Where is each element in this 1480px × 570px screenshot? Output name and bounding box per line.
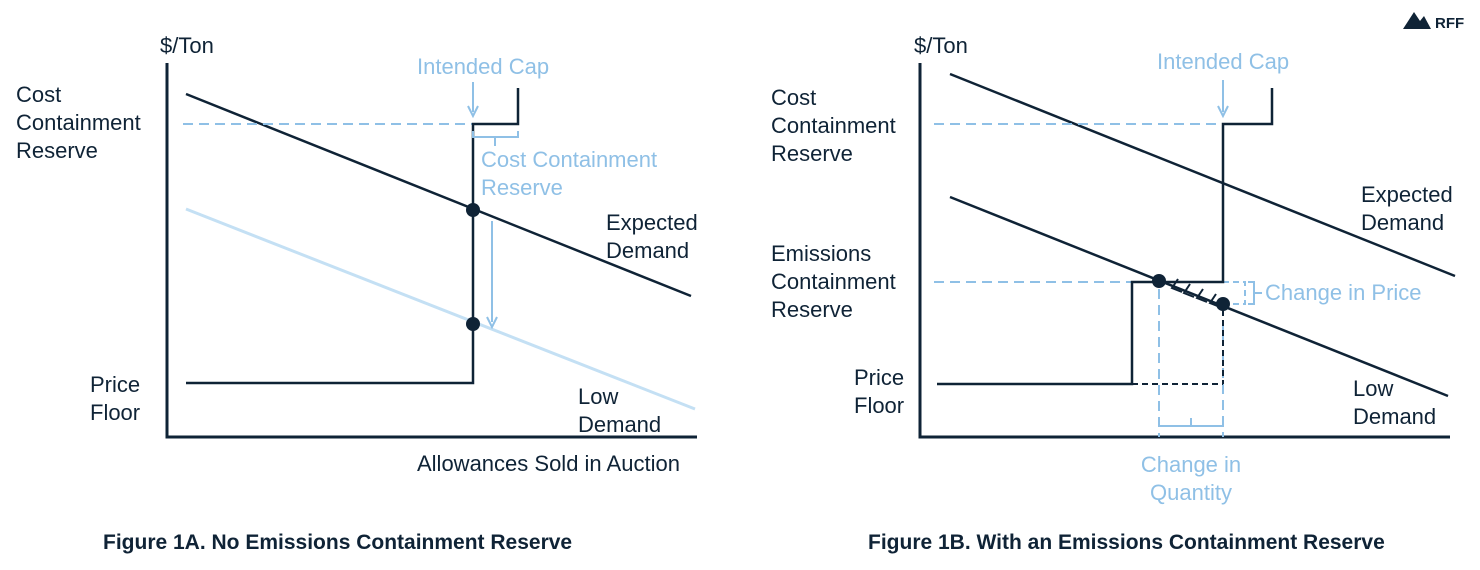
panel-a-low-equilibrium-point — [466, 317, 480, 331]
panel-a-low-demand-line — [185, 207, 696, 411]
panel-b-change-in-quantity-label-2: Quantity — [1150, 480, 1232, 505]
panel-a-expected-demand-line — [185, 92, 692, 298]
panel-b-price-change-dashed-box — [1223, 281, 1246, 305]
panel-b-low-demand-label-2: Demand — [1353, 404, 1436, 429]
panel-b-change-in-quantity-label-1: Change in — [1141, 452, 1241, 477]
panel-a-expected-equilibrium-point — [466, 203, 480, 217]
panel-b-ccr-label-1: Cost — [771, 85, 816, 110]
panel-a-shift-arrowhead — [486, 316, 498, 330]
panel-a-intended-cap-arrowhead — [467, 105, 479, 119]
panel-b-expected-demand-label-1: Expected — [1361, 182, 1453, 207]
panel-b-expected-demand-line — [949, 72, 1456, 278]
panel-b-ccr-label-3: Reserve — [771, 141, 853, 166]
panel-a-axes — [165, 63, 697, 439]
panel-a-ccr-label-1: Cost — [16, 82, 61, 107]
panel-b-price-change-bracket — [1248, 281, 1262, 305]
panel-a-ccr-label-2: Containment — [16, 110, 141, 135]
panel-b-low-equilibrium-point — [1216, 297, 1230, 311]
panel-b-price-floor-label-1: Price — [854, 365, 904, 390]
panel-b-ecr-label-3: Reserve — [771, 297, 853, 322]
panel-b-supply-curve — [937, 88, 1274, 386]
panel-b-ccr-label-2: Containment — [771, 113, 896, 138]
panel-a-ccr-step-label-1: Cost Containment — [481, 147, 657, 172]
panel-a-low-demand-label-1: Low — [578, 384, 618, 409]
panel-b-expected-demand-label-2: Demand — [1361, 210, 1444, 235]
panel-b-ecr-label-1: Emissions — [771, 241, 871, 266]
panel-a-expected-demand-label-1: Expected — [606, 210, 698, 235]
panel-b-intended-cap-arrowhead — [1217, 105, 1229, 119]
rff-logo: RFF — [1403, 12, 1464, 32]
panel-a-supply-curve — [186, 88, 520, 385]
panel-b-quantity-change-bracket — [1158, 418, 1224, 427]
panel-a-low-demand-label-2: Demand — [578, 412, 661, 437]
panel-a-ccr-bracket — [472, 131, 519, 146]
panel-b-ecr-label-2: Containment — [771, 269, 896, 294]
panel-a-price-floor-label-2: Floor — [90, 400, 140, 425]
panel-a-ccr-step-label-2: Reserve — [481, 175, 563, 200]
panel-a-caption: Figure 1A. No Emissions Containment Rese… — [103, 531, 572, 554]
panel-b: $/Ton Change in Price Intended Cap — [771, 33, 1456, 554]
panel-a: $/Ton Allowances Sold in Auction Intende… — [16, 33, 698, 554]
panel-a-price-floor-label-1: Price — [90, 372, 140, 397]
panel-a-x-axis-label: Allowances Sold in Auction — [417, 451, 680, 476]
mountain-icon — [1403, 12, 1431, 29]
logo-text: RFF — [1435, 15, 1464, 32]
panel-a-intended-cap-label: Intended Cap — [417, 54, 549, 79]
panel-b-ecr-equilibrium-point — [1152, 274, 1166, 288]
panel-b-y-axis-label: $/Ton — [914, 33, 968, 58]
panel-b-axes — [918, 63, 1450, 439]
panel-a-y-axis-label: $/Ton — [160, 33, 214, 58]
panel-b-change-in-price-label: Change in Price — [1265, 280, 1422, 305]
panel-b-price-floor-label-2: Floor — [854, 393, 904, 418]
panel-a-ccr-label-3: Reserve — [16, 138, 98, 163]
panel-b-low-demand-label-1: Low — [1353, 376, 1393, 401]
panel-a-expected-demand-label-2: Demand — [606, 238, 689, 263]
panel-b-caption: Figure 1B. With an Emissions Containment… — [868, 531, 1385, 554]
panel-b-intended-cap-label: Intended Cap — [1157, 49, 1289, 74]
